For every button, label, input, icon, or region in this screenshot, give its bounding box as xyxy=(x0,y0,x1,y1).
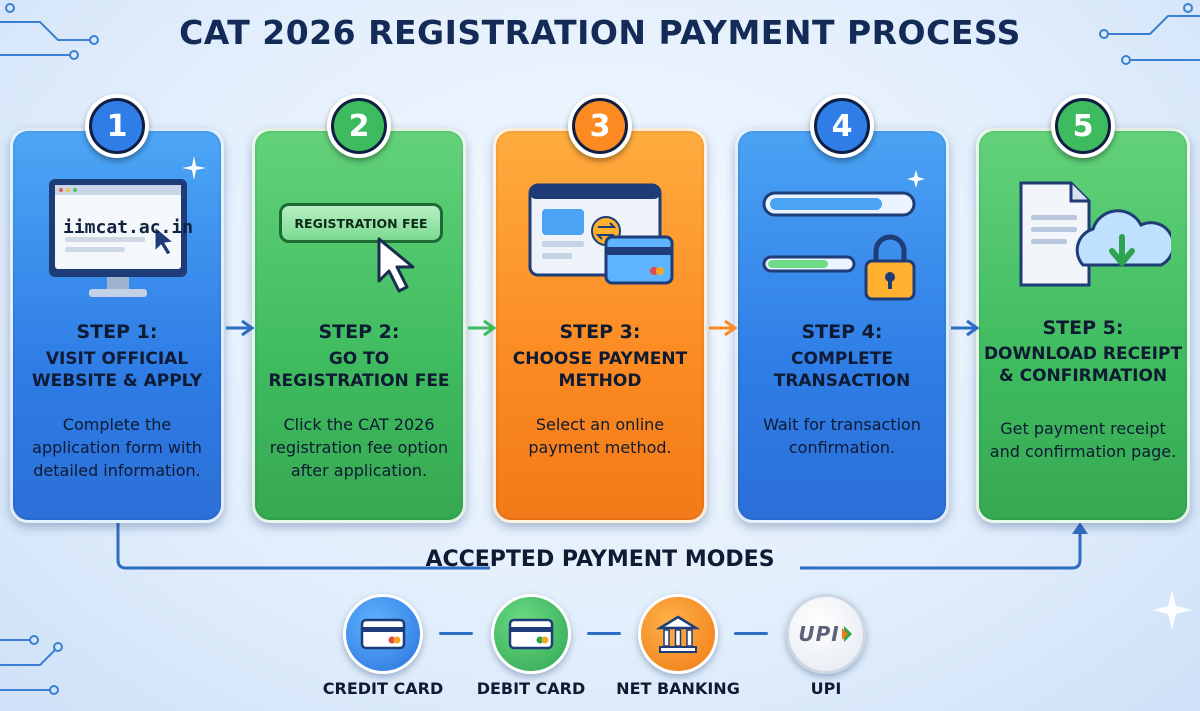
arrow-right-icon xyxy=(468,319,497,337)
cloud-download-icon xyxy=(1019,181,1171,287)
arrow-right-icon xyxy=(951,319,980,337)
page-title: CAT 2026 REGISTRATION PAYMENT PROCESS xyxy=(179,13,1021,52)
flow-connector-line xyxy=(116,520,1088,570)
step-heading: STEP 4: xyxy=(801,321,883,343)
sparkle-decoration xyxy=(1152,590,1192,630)
mode-label-debit-card: DEBIT CARD xyxy=(476,679,586,698)
arrow-right-icon xyxy=(709,319,738,337)
step-number-badge-5: 5 xyxy=(1051,94,1115,158)
circuit-decoration-left xyxy=(0,3,99,60)
step-description: Get payment receipt and confirmation pag… xyxy=(989,419,1177,461)
step-card-1: iimcat.ac.in STEP 1: Visit Official Webs… xyxy=(10,128,224,523)
step-description: Click the CAT 2026 registration fee opti… xyxy=(269,415,449,480)
mode-separator xyxy=(734,632,768,635)
sparkle-icon xyxy=(182,156,206,180)
step-number: 3 xyxy=(575,101,625,151)
circuit-decoration-right xyxy=(1099,3,1200,65)
step-number-badge-1: 1 xyxy=(85,94,149,158)
debit-card-icon xyxy=(491,594,571,674)
step-card-2: REGISTRATION FEE STEP 2: Go to Registrat… xyxy=(252,128,466,523)
mode-label-net-banking: NET BANKING xyxy=(616,679,740,698)
step-number: 1 xyxy=(92,101,142,151)
mode-label-upi: UPI xyxy=(810,679,842,698)
payment-modes-title: ACCEPTED PAYMENT MODES xyxy=(425,547,775,572)
step-heading: STEP 5: xyxy=(1042,317,1124,339)
sparkle-icon xyxy=(907,170,925,188)
credit-card-icon xyxy=(343,594,423,674)
step-title: Visit Official Website & Apply xyxy=(31,349,203,391)
step-number-badge-3: 3 xyxy=(568,94,632,158)
step-number-badge-4: 4 xyxy=(810,94,874,158)
step-card-3: STEP 3: Choose Payment Method Select an … xyxy=(493,128,707,523)
step-number: 5 xyxy=(1058,101,1108,151)
step-card-5: STEP 5: Download Receipt & Confirmation … xyxy=(976,128,1190,523)
mode-separator xyxy=(439,632,473,635)
circuit-decoration-bottom-left xyxy=(0,635,63,695)
step-number-badge-2: 2 xyxy=(327,94,391,158)
step-description: Select an online payment method. xyxy=(528,415,672,457)
mode-separator xyxy=(587,632,621,635)
step-heading: STEP 3: xyxy=(559,321,641,343)
progress-lock-icon xyxy=(762,191,916,301)
payment-cards-icon xyxy=(528,183,674,285)
step-card-4: STEP 4: Complete Transaction Wait for tr… xyxy=(735,128,949,523)
step-heading: STEP 1: xyxy=(76,321,158,343)
step-title: Go to Registration Fee xyxy=(268,349,450,391)
step-number: 2 xyxy=(334,101,384,151)
step-heading: STEP 2: xyxy=(318,321,400,343)
step-title: Download Receipt & Confirmation xyxy=(983,344,1183,386)
mode-label-credit-card: CREDIT CARD xyxy=(322,679,444,698)
upi-icon: UPI xyxy=(786,594,866,674)
step-title: Choose Payment Method xyxy=(512,349,688,391)
cursor-icon xyxy=(377,237,415,293)
upi-logo-text: UPI xyxy=(798,622,840,646)
website-url-text: iimcat.ac.in xyxy=(63,217,194,238)
arrow-right-icon xyxy=(226,319,255,337)
registration-fee-label: REGISTRATION FEE xyxy=(294,215,428,231)
step-number: 4 xyxy=(817,101,867,151)
bank-icon xyxy=(638,594,718,674)
step-description: Complete the application form with detai… xyxy=(32,415,202,480)
registration-fee-button-illustration: REGISTRATION FEE xyxy=(279,203,443,243)
step-description: Wait for transaction confirmation. xyxy=(763,415,921,457)
step-title: Complete Transaction xyxy=(773,349,911,391)
monitor-icon xyxy=(49,179,187,297)
